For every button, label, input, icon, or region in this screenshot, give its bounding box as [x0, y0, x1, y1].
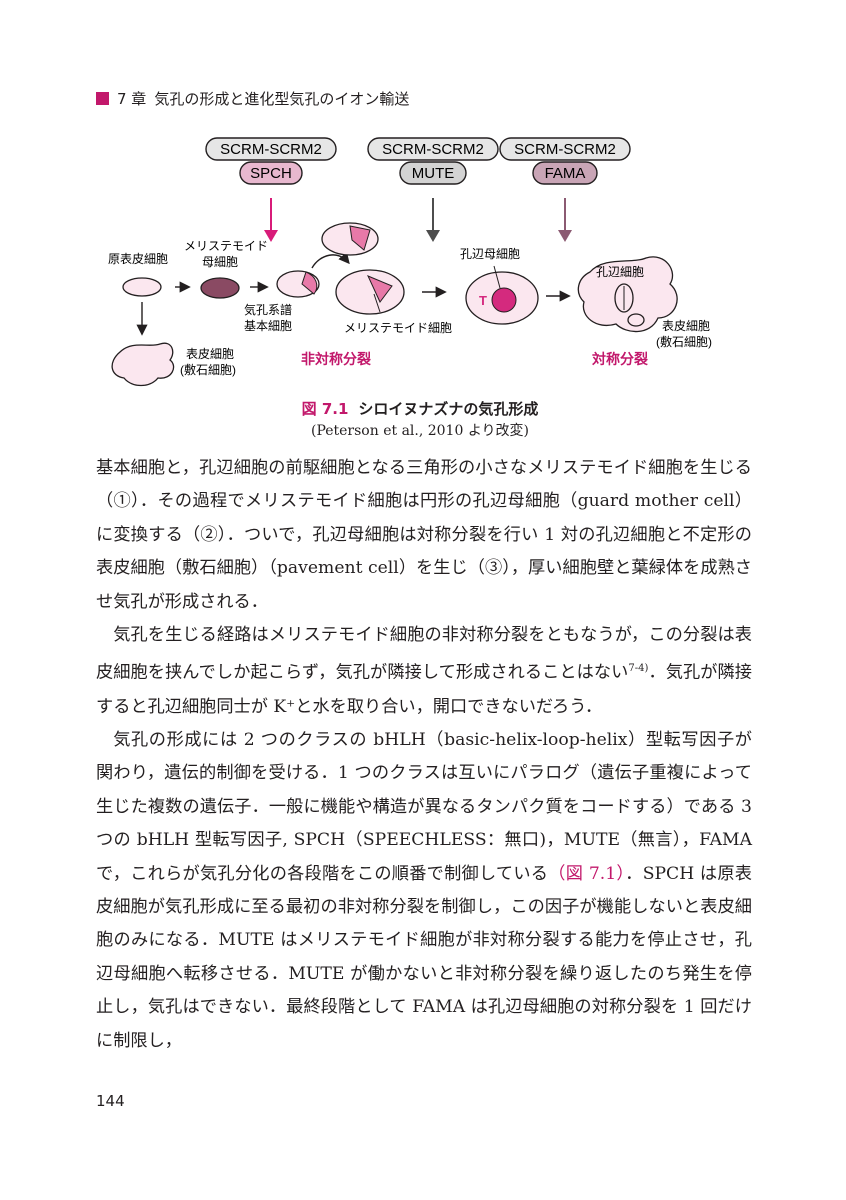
paragraph-3-text-a: 気孔の形成には 2 つのクラスの bHLH（basic-helix-loop-h…: [96, 729, 752, 884]
mute-pill: [399, 161, 467, 185]
meristemoid-pointer: [373, 293, 381, 313]
mute-label: MUTE: [412, 165, 455, 182]
fama-arrowhead: [558, 230, 572, 242]
paragraph-2-text-b: ．気孔が隣接すると孔辺細胞同士が K⁺と水を取り合い，開口できないだろう．: [96, 663, 752, 717]
paragraph-2: 気孔を生じる経路はメリステモイド細胞の非対称分裂をともなうが，この分裂は表皮細胞…: [96, 619, 752, 724]
chapter-title: 気孔の形成と進化型気孔のイオン輸送: [154, 89, 410, 108]
pavement-label-line1: 表皮細胞: [186, 347, 234, 361]
mmc-cell: [200, 277, 240, 299]
page-number: 144: [96, 1092, 125, 1110]
spch-pill: [239, 161, 303, 185]
paragraph-1: 基本細胞と，孔辺細胞の前駆細胞となる三角形の小さなメリステモイド細胞を生じる（①…: [96, 458, 752, 612]
guard-label: 孔辺細胞: [596, 265, 644, 279]
scrm-pill: [205, 137, 337, 161]
mmc-label-line1: メリステモイド: [184, 239, 268, 253]
scrm-label: SCRM-SCRM2: [514, 141, 616, 158]
figure-title: シロイヌナズナの気孔形成: [358, 400, 539, 418]
small-cell: [627, 313, 645, 327]
fama-pill: [532, 161, 598, 185]
scrm-pill: [367, 137, 499, 161]
factor-group-mute: SCRM-SCRM2 MUTE: [367, 137, 499, 242]
scrm-pill: [499, 137, 631, 161]
body-text: 基本細胞と，孔辺細胞の前駆細胞となる三角形の小さなメリステモイド細胞を生じる（①…: [96, 452, 752, 1058]
meristemoid-small: [301, 271, 318, 295]
factor-group-spch: SCRM-SCRM2 SPCH: [205, 137, 337, 242]
symmetric-division-label: 対称分裂: [591, 351, 648, 367]
pavement-label-line2: (敷石細胞): [180, 362, 236, 377]
header-square-icon: [96, 91, 109, 105]
paragraph-3-text-b: ．SPCH は原表皮細胞が気孔形成に至る最初の非対称分裂を制御し，この因子が機能…: [96, 863, 752, 1051]
curved-arrow: [311, 251, 350, 269]
running-header: 7 章 気孔の形成と進化型気孔のイオン輸送: [96, 86, 409, 110]
protodermal-cell: [122, 277, 162, 297]
gmc-label: 孔辺母細胞: [460, 247, 520, 261]
mmc-label-line2: 母細胞: [202, 255, 238, 269]
t-mark-icon: T: [479, 293, 487, 308]
pavement-cell-lower: [111, 342, 175, 387]
mute-arrowhead: [426, 230, 440, 242]
figure-reference-link[interactable]: （図 7.1）: [548, 863, 626, 884]
pavement2-label-line1: 表皮細胞: [662, 319, 710, 333]
protodermal-label: 原表皮細胞: [108, 252, 168, 266]
scrm-label: SCRM-SCRM2: [220, 141, 322, 158]
figure-7-1: SCRM-SCRM2 SPCH SCRM-SCRM2 MUTE SCRM-SCR…: [80, 126, 760, 426]
figure-caption: 図 7.1 シロイヌナズナの気孔形成: [80, 398, 760, 419]
meristemoid-triangle: [367, 275, 393, 303]
stomata-diagram: SCRM-SCRM2 SPCH SCRM-SCRM2 MUTE SCRM-SCR…: [108, 137, 712, 387]
figure-source: (Peterson et al., 2010 より改変): [310, 423, 530, 439]
factor-group-fama: SCRM-SCRM2 FAMA: [499, 137, 631, 242]
scrm-label: SCRM-SCRM2: [382, 141, 484, 158]
pavement2-label-line2: (敷石細胞): [656, 334, 712, 349]
slgc-label-line2: 基本細胞: [244, 319, 292, 333]
gmc-nucleus: [491, 287, 517, 313]
citation-7-4: 7-4): [628, 663, 649, 675]
paragraph-2-text-a: 気孔を生じる経路はメリステモイド細胞の非対称分裂をともなうが，この分裂は表皮細胞…: [96, 625, 752, 684]
upper-meristemoid: [349, 225, 371, 251]
asymmetric-division-label: 非対称分裂: [301, 351, 371, 367]
gmc-pointer: [493, 265, 501, 289]
spch-label: SPCH: [250, 165, 292, 182]
slgc-label-line1: 気孔系譜: [244, 302, 292, 317]
fama-label: FAMA: [545, 165, 586, 182]
chapter-number: 7 章: [117, 89, 147, 108]
asymmetric-cell: [335, 269, 405, 315]
paragraph-3: 気孔の形成には 2 つのクラスの bHLH（basic-helix-loop-h…: [96, 724, 752, 1058]
spch-arrowhead: [264, 230, 278, 242]
meristemoid-label: メリステモイド細胞: [344, 321, 452, 335]
figure-number: 図 7.1: [301, 400, 349, 418]
